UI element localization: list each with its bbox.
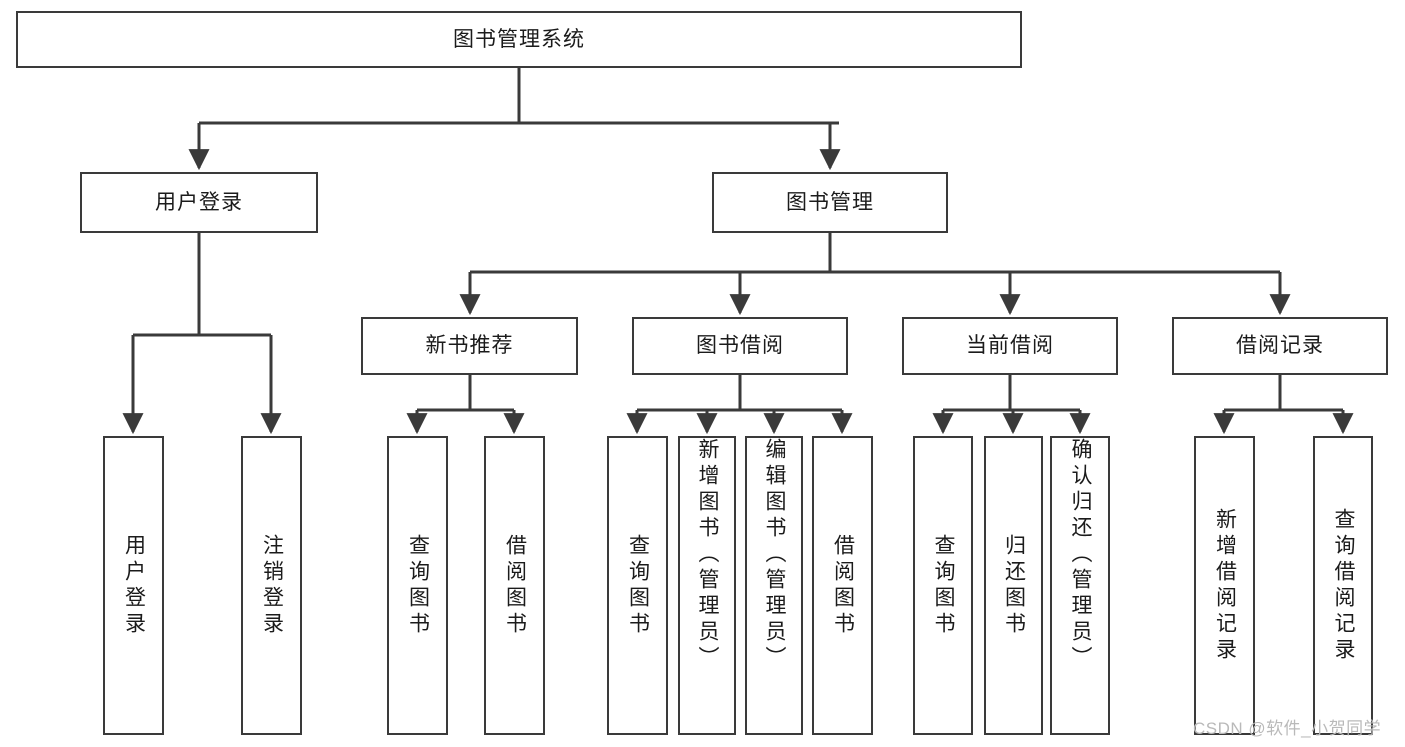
leaf-add-borrow-record[interactable]: 新增借阅记录 xyxy=(1194,436,1255,735)
csdn-watermark: CSDN @软件_小贺同学 xyxy=(1193,719,1382,738)
leaf-edit-book[interactable]: 编辑图书（管理员） xyxy=(745,436,803,735)
leaf-add-borrow-record-label: 新增借阅记录 xyxy=(1213,507,1237,664)
leaf-add-book-label: 新增图书（管理员） xyxy=(696,438,720,672)
node-new-book-recommend[interactable]: 新书推荐 xyxy=(361,317,578,375)
leaf-borrow-book-recommend[interactable]: 借阅图书 xyxy=(484,436,545,735)
leaf-query-book-borrow[interactable]: 查询图书 xyxy=(607,436,668,735)
node-borrow-record-label: 借阅记录 xyxy=(1236,334,1324,358)
node-user-login[interactable]: 用户登录 xyxy=(80,172,318,233)
leaf-borrow-book-recommend-label: 借阅图书 xyxy=(503,533,527,638)
leaf-query-book-recommend[interactable]: 查询图书 xyxy=(387,436,448,735)
leaf-add-book[interactable]: 新增图书（管理员） xyxy=(678,436,736,735)
leaf-user-login[interactable]: 用户登录 xyxy=(103,436,164,735)
leaf-return-book[interactable]: 归还图书 xyxy=(984,436,1043,735)
leaf-query-book-borrow-label: 查询图书 xyxy=(626,533,650,638)
leaf-confirm-return[interactable]: 确认归还（管理员） xyxy=(1050,436,1110,735)
node-book-borrow[interactable]: 图书借阅 xyxy=(632,317,848,375)
leaf-logout-label: 注销登录 xyxy=(260,533,284,638)
node-current-borrow[interactable]: 当前借阅 xyxy=(902,317,1118,375)
leaf-query-book-current[interactable]: 查询图书 xyxy=(913,436,973,735)
leaf-query-borrow-record[interactable]: 查询借阅记录 xyxy=(1313,436,1373,735)
leaf-query-book-current-label: 查询图书 xyxy=(932,533,956,638)
leaf-edit-book-label: 编辑图书（管理员） xyxy=(763,438,787,672)
leaf-query-borrow-record-label: 查询借阅记录 xyxy=(1332,507,1356,664)
leaf-borrow-book-label: 借阅图书 xyxy=(831,533,855,638)
leaf-logout[interactable]: 注销登录 xyxy=(241,436,302,735)
node-root-label: 图书管理系统 xyxy=(453,27,585,51)
leaf-return-book-label: 归还图书 xyxy=(1002,533,1026,638)
leaf-query-book-recommend-label: 查询图书 xyxy=(406,533,430,638)
node-new-book-recommend-label: 新书推荐 xyxy=(425,334,514,358)
node-current-borrow-label: 当前借阅 xyxy=(966,334,1054,358)
leaf-borrow-book[interactable]: 借阅图书 xyxy=(812,436,873,735)
leaf-confirm-return-label: 确认归还（管理员） xyxy=(1069,438,1093,672)
node-book-management-label: 图书管理 xyxy=(786,190,874,214)
leaf-user-login-label: 用户登录 xyxy=(122,533,146,638)
node-user-login-label: 用户登录 xyxy=(155,190,243,214)
node-book-borrow-label: 图书借阅 xyxy=(696,334,784,358)
node-root[interactable]: 图书管理系统 xyxy=(16,11,1022,68)
node-borrow-record[interactable]: 借阅记录 xyxy=(1172,317,1388,375)
node-book-management[interactable]: 图书管理 xyxy=(712,172,948,233)
